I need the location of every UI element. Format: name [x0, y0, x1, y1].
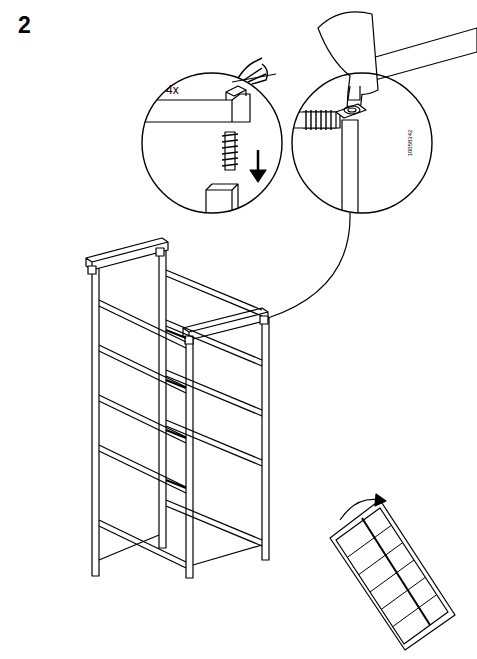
leader-line	[268, 213, 350, 318]
stroke	[347, 525, 391, 557]
stroke	[305, 110, 306, 130]
hammer	[318, 12, 477, 112]
stroke	[166, 326, 262, 366]
stroke	[222, 146, 238, 148]
stroke	[325, 110, 326, 130]
stroke	[166, 370, 262, 410]
stroke	[166, 500, 262, 540]
stroke	[99, 351, 186, 393]
stroke	[315, 110, 316, 130]
stroke	[193, 545, 262, 565]
stroke	[222, 152, 238, 154]
stroke	[166, 420, 262, 460]
shelf-frame	[86, 238, 269, 578]
stroke	[99, 345, 186, 387]
stroke	[222, 164, 238, 166]
detail-plug-insert	[130, 86, 266, 230]
stroke	[99, 520, 186, 562]
step-number: 2	[18, 14, 31, 37]
stroke	[370, 560, 414, 592]
stroke	[166, 426, 262, 466]
stroke	[393, 595, 437, 627]
stroke	[222, 134, 238, 136]
stroke	[99, 300, 186, 342]
part-number: 10058342	[407, 130, 413, 157]
stroke	[99, 526, 186, 568]
stroke	[166, 320, 262, 360]
stroke	[359, 543, 403, 575]
stroke	[99, 401, 186, 443]
stroke	[99, 306, 186, 348]
stroke	[166, 506, 262, 546]
hand-icon	[232, 58, 276, 84]
stroke	[166, 376, 262, 416]
stroke	[330, 110, 331, 130]
stroke	[222, 140, 238, 142]
stroke	[99, 451, 186, 493]
stroke	[310, 110, 311, 130]
frame-turn-hint	[330, 494, 455, 650]
stroke	[99, 445, 186, 487]
stroke	[166, 430, 186, 438]
stroke	[166, 380, 186, 388]
quantity: 4x	[166, 84, 179, 96]
stroke	[99, 535, 159, 560]
stroke	[222, 158, 238, 160]
stroke	[166, 276, 262, 316]
stroke	[99, 395, 186, 437]
stroke	[381, 577, 425, 609]
detail-hammer-plug	[280, 86, 366, 230]
stroke	[166, 270, 262, 310]
stroke	[166, 480, 186, 488]
stroke	[166, 330, 186, 338]
stroke	[320, 110, 321, 130]
